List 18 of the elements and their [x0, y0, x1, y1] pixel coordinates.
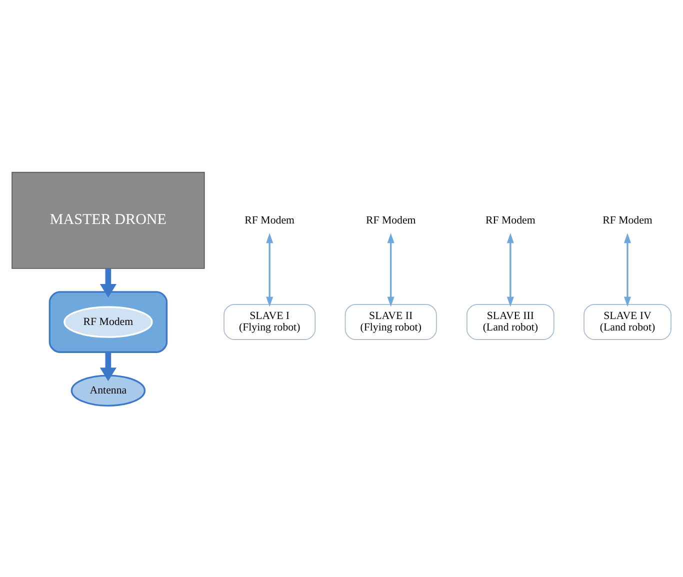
- node-text: RF Modem: [244, 214, 294, 226]
- arrow: [506, 232, 514, 306]
- arrow: [266, 232, 274, 306]
- arrow: [624, 232, 632, 306]
- node-ellipse: RF Modem: [64, 306, 153, 338]
- node-box: SLAVE III (Land robot): [466, 304, 554, 340]
- node-text: RF Modem: [602, 214, 652, 226]
- node-box: SLAVE IV (Land robot): [584, 304, 672, 340]
- node-text: RF Modem: [366, 214, 416, 226]
- node-box: SLAVE II (Flying robot): [344, 304, 437, 340]
- cluster: [48, 290, 168, 352]
- node-box: SLAVE I (Flying robot): [224, 304, 316, 340]
- node-box: MASTER DRONE: [12, 171, 205, 268]
- arrow: [387, 232, 394, 306]
- arrow: [100, 352, 116, 381]
- node-text: RF Modem: [486, 214, 536, 226]
- node-ellipse: Antenna: [70, 374, 146, 406]
- arrow: [100, 268, 116, 298]
